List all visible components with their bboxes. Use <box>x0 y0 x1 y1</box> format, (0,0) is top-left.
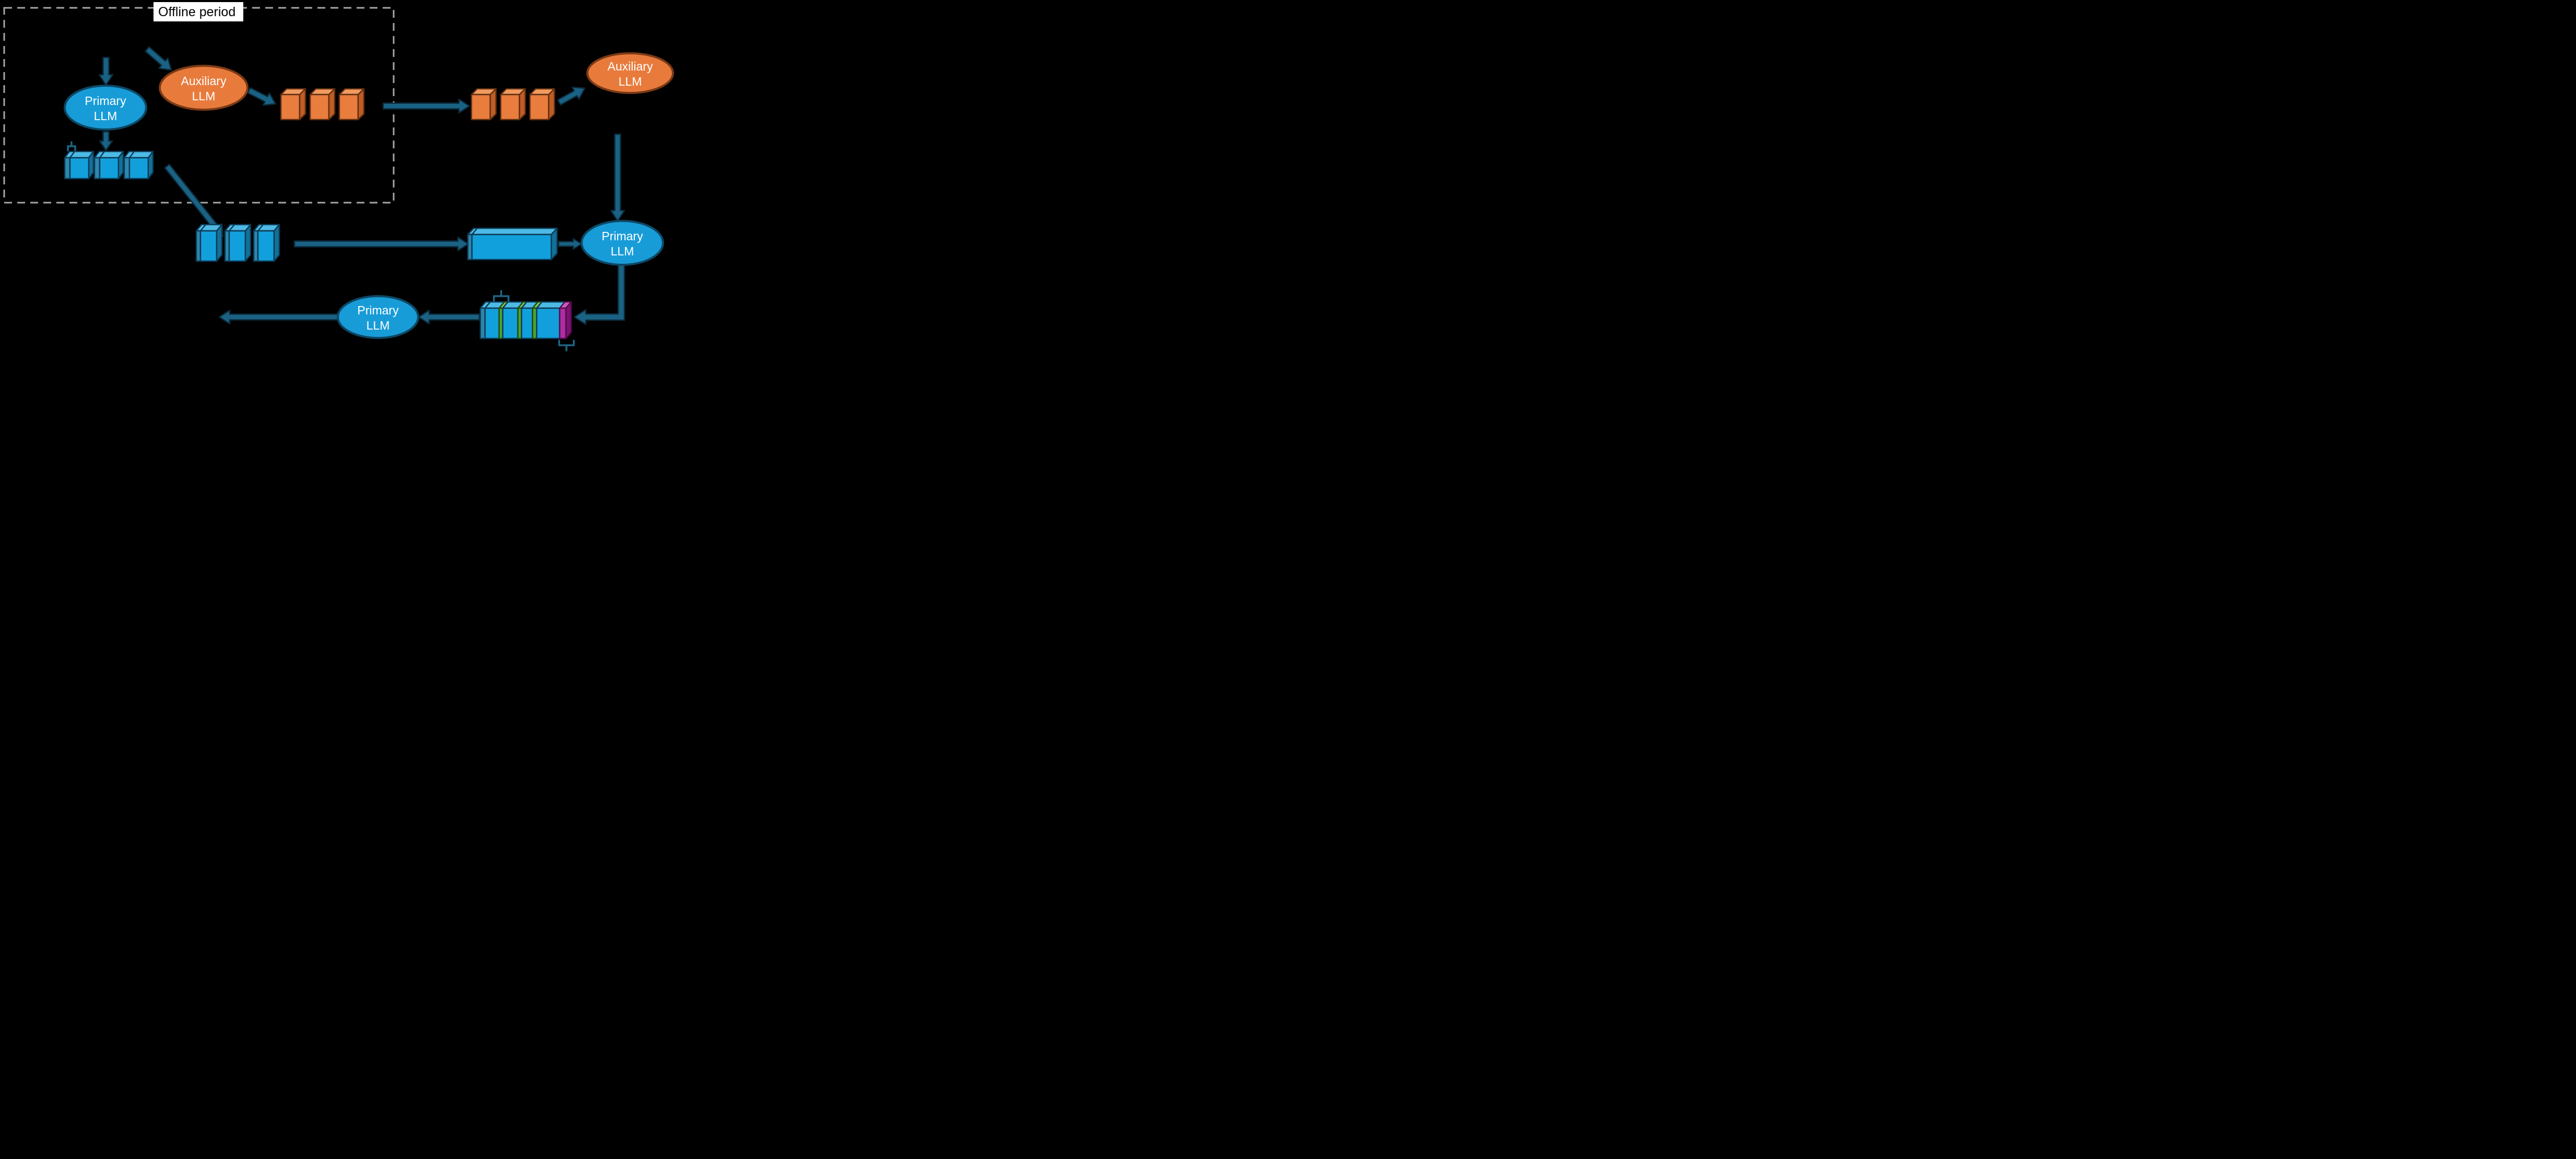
context-segment <box>484 307 500 339</box>
diagram-canvas: Primary LLM Auxiliary LLM Auxiliary LLM … <box>0 0 819 368</box>
blue-cubes-annotation-brace-icon <box>67 141 76 151</box>
primary-online-to-striped-box-elbow-arrow <box>573 264 625 325</box>
orange-cube <box>529 88 556 121</box>
box-to-primary-online-arrow <box>558 238 583 250</box>
blue-cubes-middle <box>195 224 280 262</box>
striped-context-box <box>479 290 575 352</box>
primary-llm-offline-node: Primary LLM <box>64 85 147 131</box>
primary-llm-offline-label-line1: Primary <box>85 94 126 108</box>
architecture-diagram: Primary LLM Auxiliary LLM Auxiliary LLM … <box>3 2 674 352</box>
orange-cubes-offline <box>280 88 365 121</box>
input-to-primary-offline-arrow <box>98 56 114 86</box>
context-segment <box>521 307 534 339</box>
orange-cube <box>470 88 497 121</box>
blue-cube <box>224 224 252 262</box>
striped-box-to-primary-answer-arrow <box>418 309 480 325</box>
auxiliary-online-to-primary-online-arrow <box>610 133 625 222</box>
auxiliary-llm-online-ellipse <box>586 52 674 94</box>
primary-llm-online-label-line2: LLM <box>611 244 634 258</box>
context-segment <box>502 307 519 339</box>
blue-cube <box>195 224 223 262</box>
query-segment <box>559 307 567 339</box>
blue-cube <box>253 224 280 262</box>
input-to-auxiliary-offline-arrow <box>145 46 172 71</box>
striped-box-top-brace-icon <box>493 290 510 302</box>
auxiliary-to-orange-cubes-arrow <box>247 87 277 106</box>
middle-cubes-to-box-arrow <box>293 236 469 252</box>
primary-llm-online-label-line1: Primary <box>601 229 643 243</box>
primary-llm-answer-label-line1: Primary <box>357 303 399 317</box>
orange-cube <box>338 88 365 121</box>
orange-cube <box>280 88 306 121</box>
blue-cubes-offline <box>64 141 154 180</box>
orange-cube <box>500 88 526 121</box>
orange-cubes-transfer-arrow <box>382 98 470 114</box>
auxiliary-llm-online-label-line2: LLM <box>619 75 642 88</box>
blue-slab-box <box>467 227 558 261</box>
blue-cube <box>123 150 154 180</box>
arrows <box>98 46 625 325</box>
offline-label-text: Offline period <box>158 5 235 19</box>
primary-llm-offline-ellipse <box>64 85 147 131</box>
striped-box-bottom-brace-icon <box>558 339 575 352</box>
primary-to-blue-cubes-arrow <box>99 131 113 151</box>
primary-llm-answer-label-line2: LLM <box>367 319 390 332</box>
primary-llm-answer-ellipse <box>337 295 419 339</box>
auxiliary-llm-offline-ellipse <box>159 65 249 111</box>
primary-llm-offline-label-line2: LLM <box>94 109 117 123</box>
orange-cubes-to-auxiliary-online-arrow <box>557 86 586 106</box>
primary-llm-online-node: Primary LLM <box>581 220 664 266</box>
auxiliary-llm-online-node: Auxiliary LLM <box>586 52 674 94</box>
auxiliary-llm-offline-label-line2: LLM <box>192 89 216 103</box>
orange-cubes-online <box>470 88 556 121</box>
blue-cube <box>64 150 94 180</box>
primary-answer-output-arrow <box>218 309 339 325</box>
orange-cube <box>309 88 336 121</box>
auxiliary-llm-online-label-line1: Auxiliary <box>608 60 653 73</box>
primary-llm-online-ellipse <box>581 220 664 266</box>
auxiliary-llm-offline-label-line1: Auxiliary <box>181 74 227 88</box>
context-segment <box>536 307 561 339</box>
offline-label-background <box>153 2 243 21</box>
blue-cube <box>93 150 124 180</box>
primary-llm-answer-node: Primary LLM <box>337 295 419 339</box>
offline-region-label: Offline period <box>153 2 243 21</box>
auxiliary-llm-offline-node: Auxiliary LLM <box>159 65 249 111</box>
